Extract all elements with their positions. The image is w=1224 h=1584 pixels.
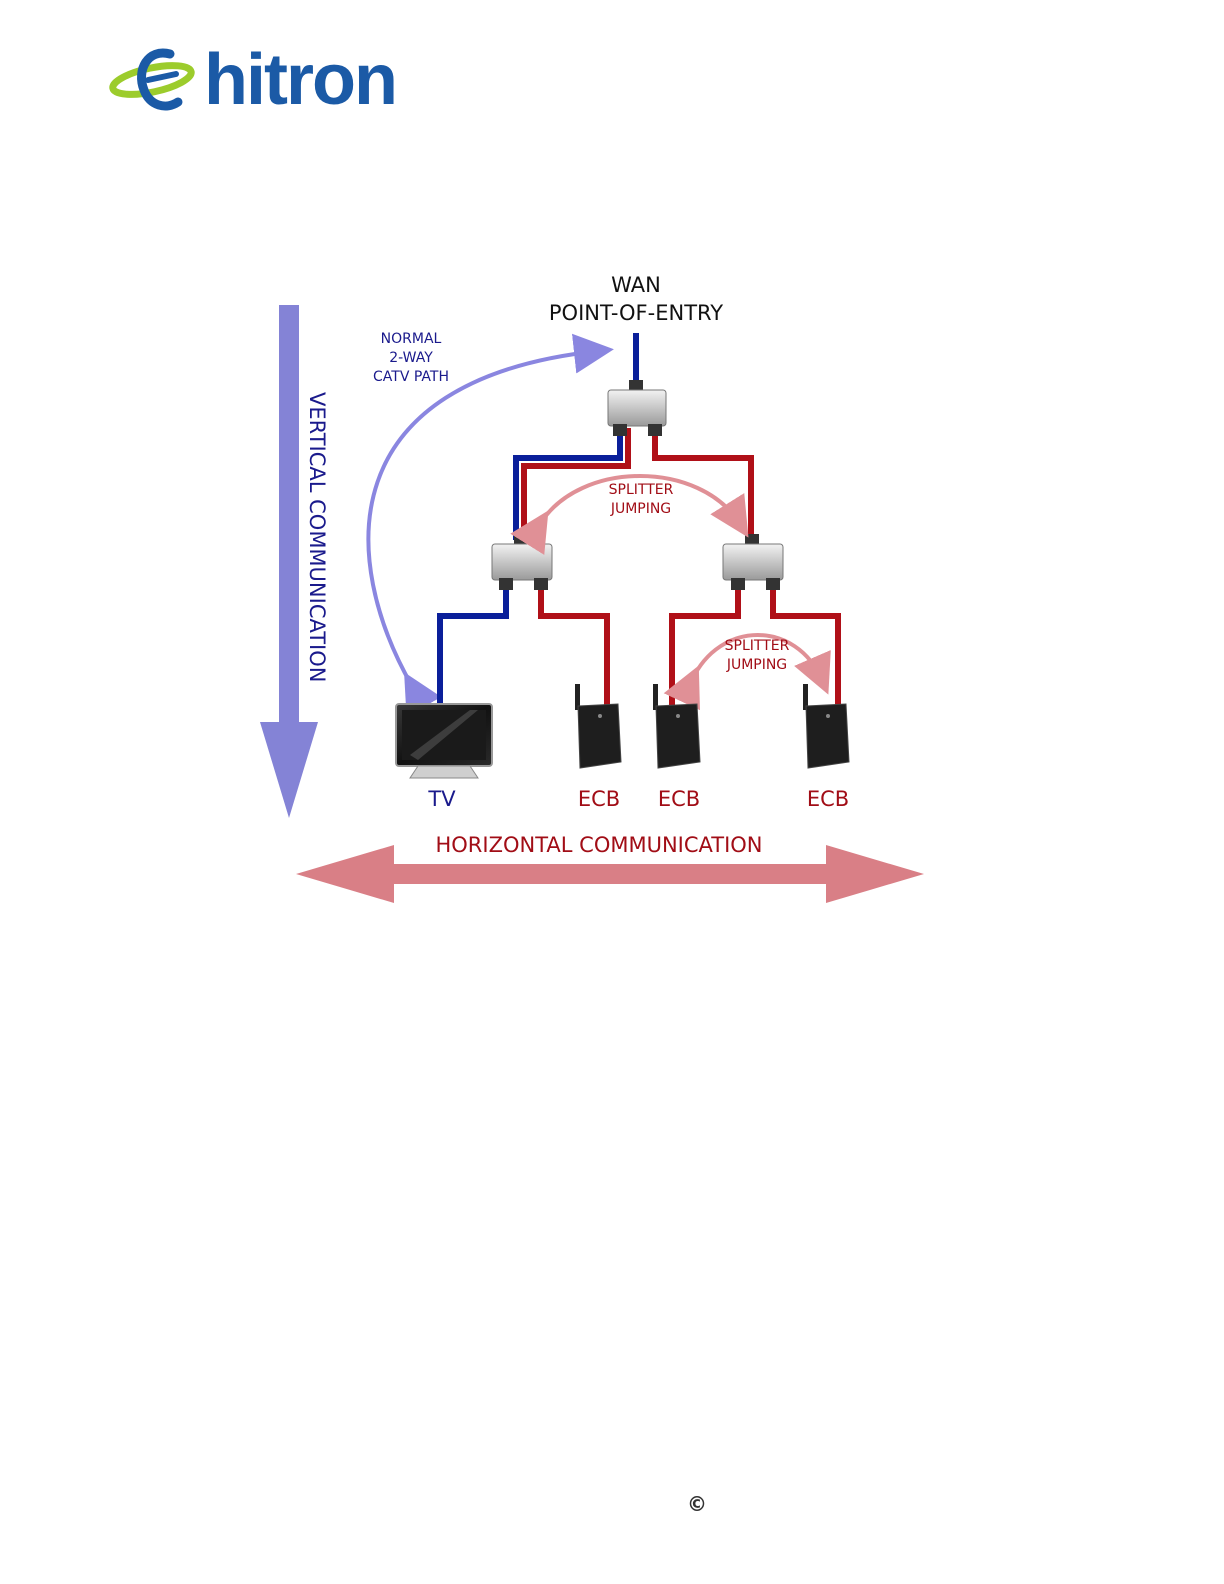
- splitter-top: [608, 380, 666, 436]
- splitter-jumping-bottom-label-1: SPLITTER: [725, 638, 790, 654]
- cable-blue-to-tv: [440, 585, 506, 706]
- splitter-jumping-top-label-1: SPLITTER: [609, 482, 674, 498]
- wan-label: WAN: [611, 273, 661, 297]
- point-of-entry-label: POINT-OF-ENTRY: [549, 301, 723, 325]
- normal-path-arc: [368, 351, 598, 686]
- ecb-device-icon: [575, 684, 621, 768]
- horizontal-communication-label: HORIZONTAL COMMUNICATION: [435, 833, 762, 857]
- tv-label: TV: [427, 787, 456, 811]
- cable-blue-top-left: [516, 428, 620, 540]
- cable-red-to-ecb1: [541, 585, 607, 706]
- splitter-jumping-top-label-2: JUMPING: [610, 501, 671, 517]
- ecb-device-icon: [803, 684, 849, 768]
- normal-path-label-2: 2-WAY: [389, 350, 433, 366]
- splitter-left: [492, 534, 552, 590]
- normal-path-label-3: CATV PATH: [373, 369, 449, 385]
- splitter-right: [723, 534, 783, 590]
- ecb-label-2: ECB: [658, 787, 700, 811]
- splitter-jumping-bottom-label-2: JUMPING: [726, 657, 787, 673]
- ecb-label-1: ECB: [578, 787, 620, 811]
- tv-icon: [396, 704, 492, 778]
- ecb-label-3: ECB: [807, 787, 849, 811]
- vertical-communication-label: VERTICAL COMMUNICATION: [305, 392, 329, 682]
- normal-path-label-1: NORMAL: [381, 331, 442, 347]
- catv-network-diagram: VERTICAL COMMUNICATION HORIZONTAL COMMUN…: [0, 0, 1224, 1000]
- copyright-symbol: ©: [682, 1492, 712, 1516]
- ecb-device-icon: [653, 684, 700, 768]
